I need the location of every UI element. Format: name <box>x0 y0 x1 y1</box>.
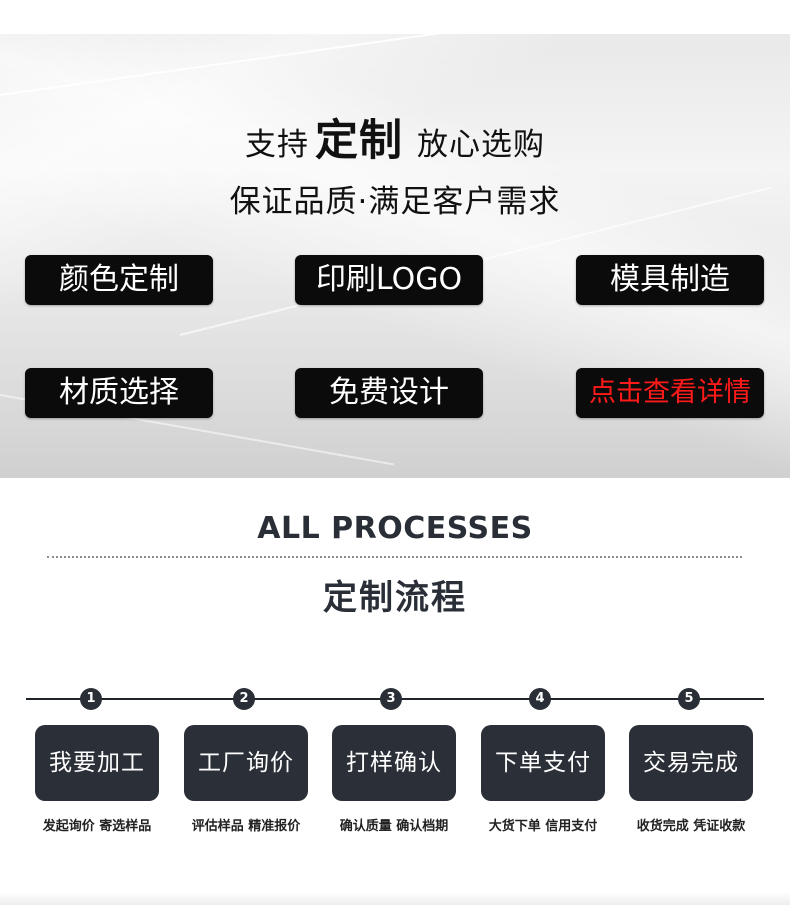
step-caption: 评估样品 精准报价 <box>191 819 301 834</box>
step-number-badge: 1 <box>80 688 102 710</box>
headline-prefix: 支持 <box>245 127 309 163</box>
step-number-badge: 3 <box>380 688 402 710</box>
tag-free-design: 免费设计 <box>295 368 483 418</box>
step-box-payment: 下单支付 <box>481 725 605 801</box>
dotted-divider <box>47 556 742 558</box>
step-box-complete: 交易完成 <box>629 725 753 801</box>
step-box-inquiry: 我要加工 <box>35 725 159 801</box>
step-caption: 大货下单 信用支付 <box>488 819 598 834</box>
tag-logo-print: 印刷LOGO <box>295 255 483 305</box>
process-title-cn: 定制流程 <box>323 578 467 618</box>
headline-suffix: 放心选购 <box>417 127 545 163</box>
step-box-sample: 打样确认 <box>332 725 456 801</box>
hero-headline: 支持定制放心选购 <box>0 106 790 168</box>
step-number-badge: 4 <box>529 688 551 710</box>
headline-emphasis: 定制 <box>315 116 403 166</box>
step-number-badge: 2 <box>233 688 255 710</box>
tag-color-custom: 颜色定制 <box>25 255 213 305</box>
light-streak <box>0 34 516 96</box>
step-number-badge: 5 <box>678 688 700 710</box>
hero-banner: 支持定制放心选购 保证品质·满足客户需求 颜色定制 印刷LOGO 模具制造 材质… <box>0 34 790 478</box>
step-box-quote: 工厂询价 <box>184 725 308 801</box>
process-title-en: ALL PROCESSES <box>257 511 533 546</box>
bottom-strip <box>0 892 790 905</box>
tag-material-choice: 材质选择 <box>25 368 213 418</box>
view-details-button[interactable]: 点击查看详情 <box>576 368 764 418</box>
tag-mold-making: 模具制造 <box>576 255 764 305</box>
step-caption: 确认质量 确认档期 <box>339 819 449 834</box>
hero-subheadline: 保证品质·满足客户需求 <box>229 184 561 220</box>
step-caption: 发起询价 寄选样品 <box>42 819 152 834</box>
step-caption: 收货完成 凭证收款 <box>636 819 746 834</box>
